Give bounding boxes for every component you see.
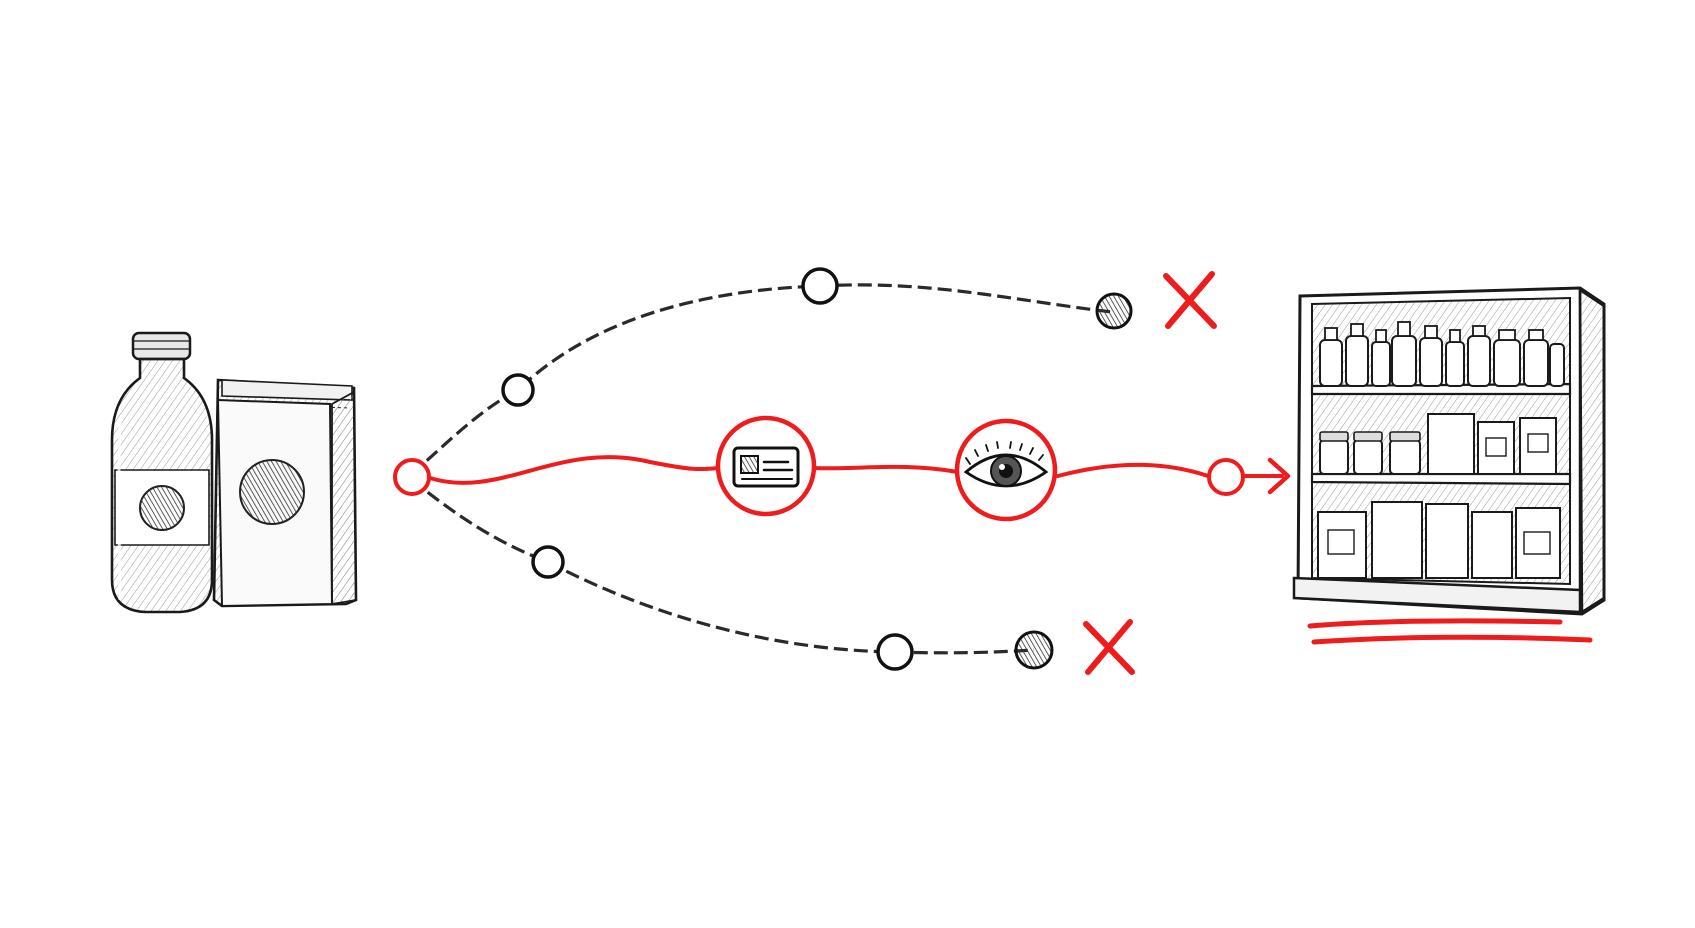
path-node	[801, 267, 839, 305]
path-node	[531, 545, 565, 579]
cross-icon	[1163, 271, 1217, 329]
pouch-bag-icon	[212, 378, 358, 608]
shelf-bottles	[1319, 321, 1565, 387]
store-shelf-icon	[1292, 286, 1606, 616]
start-node	[393, 458, 431, 496]
path-node	[876, 633, 914, 671]
shelf-bags	[1317, 501, 1561, 579]
path-node	[501, 373, 535, 407]
source-products	[110, 331, 358, 614]
failed-path-upper	[410, 267, 1217, 476]
eye-stage	[954, 418, 1058, 522]
id-card-stage	[715, 415, 817, 517]
end-node	[1207, 458, 1245, 496]
failed-path-lower	[411, 478, 1135, 675]
shelf-jars	[1319, 413, 1557, 475]
id-card-icon	[732, 446, 800, 488]
dead-end-node	[1014, 630, 1054, 670]
bottle-icon	[110, 331, 214, 614]
cross-icon	[1083, 619, 1135, 675]
dead-end-node	[1095, 292, 1133, 330]
eye-icon	[963, 441, 1049, 488]
arrow-icon	[1267, 457, 1291, 495]
destination-underline	[1307, 618, 1593, 645]
successful-path	[393, 415, 1291, 522]
